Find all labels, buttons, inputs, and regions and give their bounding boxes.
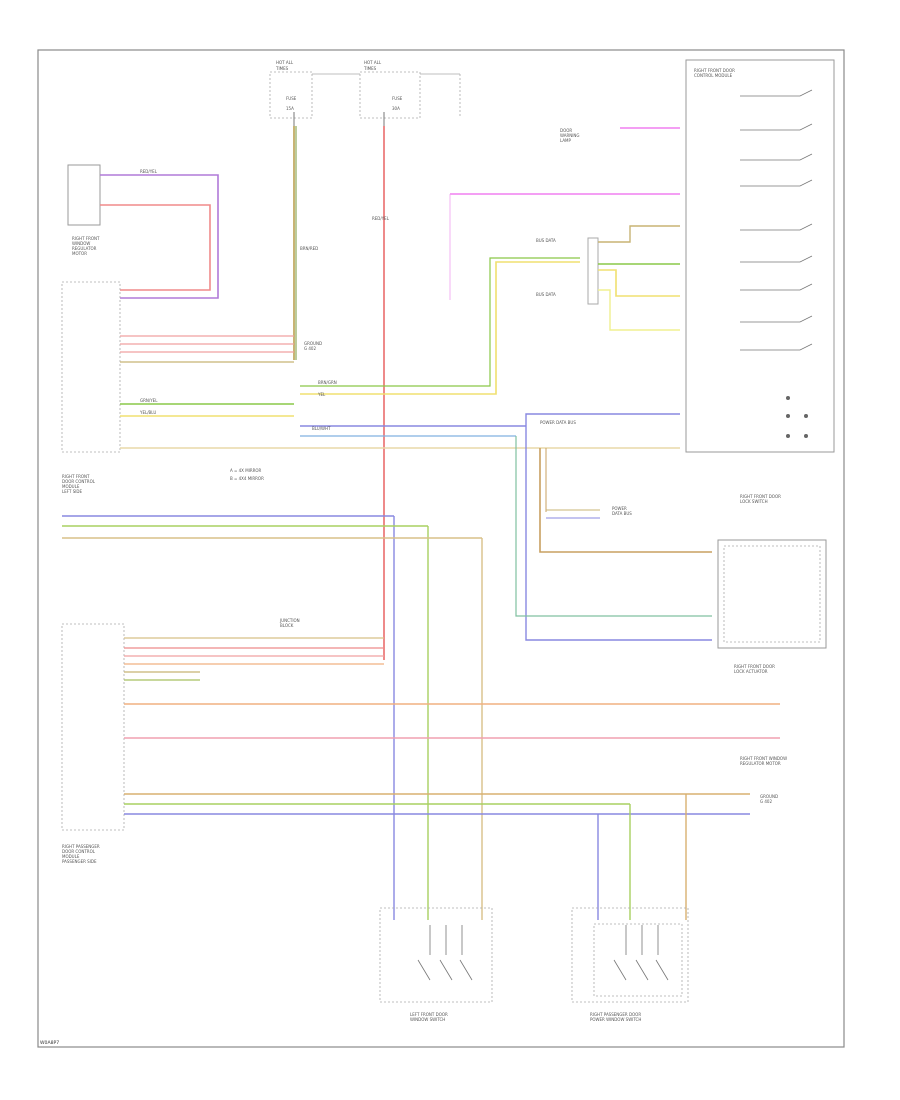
fuse-a-times: TIMES: [275, 66, 289, 71]
left-door-switch-box: [379, 907, 493, 1003]
wire-label-8: BLU/WHT: [312, 426, 331, 431]
wire-label-4: GRN/YEL: [140, 398, 158, 403]
wire-label-6: BRN/GRN: [318, 380, 337, 385]
wire-label-7: YEL: [317, 392, 326, 397]
note-a: A = 4X MIRROR: [230, 468, 262, 473]
fuse-b-times: TIMES: [363, 66, 377, 71]
fuse-b: HOT ALL TIMES FUSE 30A: [359, 60, 421, 126]
fuse-a-fuse: FUSE: [286, 96, 297, 101]
fuse-a-hot: HOT ALL: [276, 60, 294, 65]
lock-actuator-box: [717, 539, 827, 649]
switch-array: [740, 89, 813, 351]
fuse-b-amp: 30A: [392, 106, 400, 111]
left-switch-contacts: [417, 925, 473, 981]
splice-connector: [587, 237, 599, 305]
fuse-b-hot: HOT ALL: [364, 60, 382, 65]
wire-label-2: RED/YEL: [372, 216, 390, 221]
bus-b: BUS DATA: [536, 292, 556, 297]
fuse-a: HOT ALL TIMES FUSE 15A: [269, 60, 313, 126]
wire-label-3: RED/YEL: [140, 169, 158, 174]
footer-code: W0A8P7: [40, 1040, 59, 1046]
right-switch-contacts: [613, 925, 669, 981]
right-door-switch-inner: [593, 923, 683, 997]
right-door-switch-box: [571, 907, 689, 1003]
fuse-b-fuse: FUSE: [392, 96, 403, 101]
wire-label-1: BRN/RED: [300, 246, 318, 251]
splice-label: POWER DATA BUS: [540, 420, 576, 425]
window-motor-box: [67, 164, 101, 226]
lock-actuator-inner: [723, 545, 821, 643]
wire-label-5: YEL/BLU: [139, 410, 156, 415]
note-b: B = 4X4 MIRROR: [230, 476, 264, 481]
left-module-box: [61, 281, 121, 453]
right-module-box: [685, 59, 835, 453]
bus-a: BUS DATA: [536, 238, 556, 243]
passenger-module-box: [61, 623, 125, 831]
diagram-frame: [37, 49, 845, 1048]
fuse-a-amp: 15A: [286, 106, 294, 111]
